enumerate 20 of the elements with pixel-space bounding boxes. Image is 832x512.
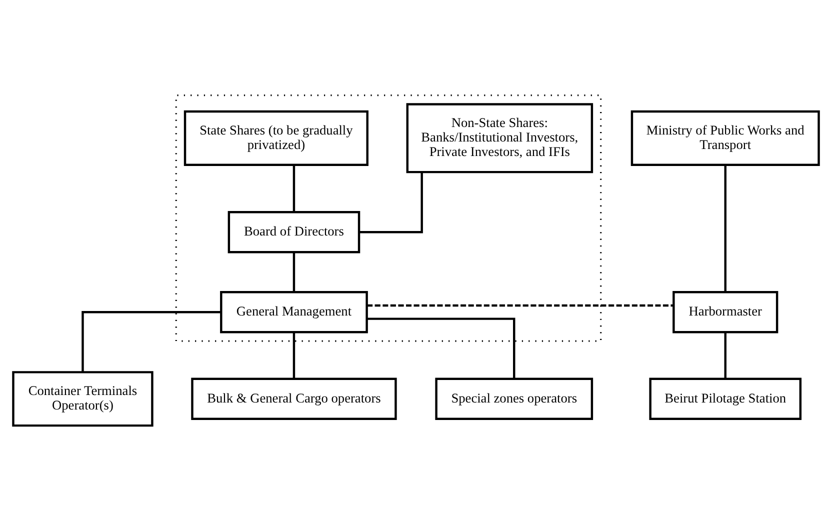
node-box: State Shares (to be gradually privatized) [184,110,368,166]
cluster [175,94,602,342]
node-box: Non-State Shares: Banks/Institutional Investors, Private Investors, and IFIs [406,103,594,174]
connector [292,252,296,292]
node-box: Special zones operators [435,378,594,420]
node-box: Beirut Pilotage Station [649,378,802,420]
node-box: Board of Directors [228,210,360,254]
node-box: Harbormaster [672,291,778,334]
connector [724,332,726,379]
node-box: Bulk & General Cargo operators [191,378,397,420]
connector [367,304,674,307]
connector [82,311,221,372]
connector [366,318,516,379]
connector [359,172,423,234]
node-box: Ministry of Public Works and Transport [630,110,820,166]
connector [724,164,726,292]
node-box: General Management [220,291,368,334]
node-box: Container Terminals Operator(s) [12,371,154,427]
connector [292,332,296,379]
connector [292,165,296,212]
